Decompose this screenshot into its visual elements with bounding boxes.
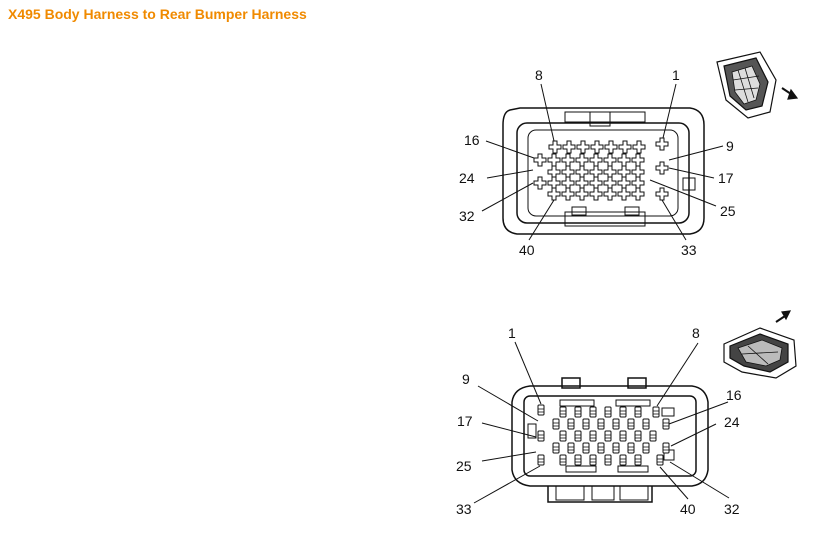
pin-label: 16	[464, 132, 480, 148]
pin-label: 1	[508, 325, 516, 341]
pin-label: 9	[462, 371, 470, 387]
pin-label: 25	[456, 458, 472, 474]
pin-label: 1	[672, 67, 680, 83]
pin-label: 40	[519, 242, 535, 258]
female-connector-thumbnail	[716, 51, 799, 119]
pin-label: 24	[459, 170, 475, 186]
pin-label: 32	[459, 208, 475, 224]
male-connector-face	[511, 377, 709, 503]
female-connector-face	[502, 107, 705, 235]
page-title: X495 Body Harness to Rear Bumper Harness	[8, 6, 307, 22]
male-pin-labels: 1 8 9 16 17 24 25 32 33 40	[456, 325, 742, 517]
male-leader-lines	[473, 341, 730, 504]
pin-label: 33	[456, 501, 472, 517]
pin-label: 9	[726, 138, 734, 154]
pin-label: 25	[720, 203, 736, 219]
female-leader-lines	[481, 83, 724, 241]
pin-label: 24	[724, 414, 740, 430]
pin-label: 8	[692, 325, 700, 341]
pin-label: 40	[680, 501, 696, 517]
pin-label: 17	[457, 413, 473, 429]
pin-label: 16	[726, 387, 742, 403]
male-connector-thumbnail	[723, 310, 797, 379]
pin-label: 33	[681, 242, 697, 258]
female-pin-labels: 8 1 16 9 24 17 32 25 40 33	[459, 67, 736, 258]
pin-label: 8	[535, 67, 543, 83]
female-pin-array	[533, 137, 669, 201]
male-pin-array	[537, 404, 670, 466]
pin-label: 32	[724, 501, 740, 517]
pin-label: 17	[718, 170, 734, 186]
